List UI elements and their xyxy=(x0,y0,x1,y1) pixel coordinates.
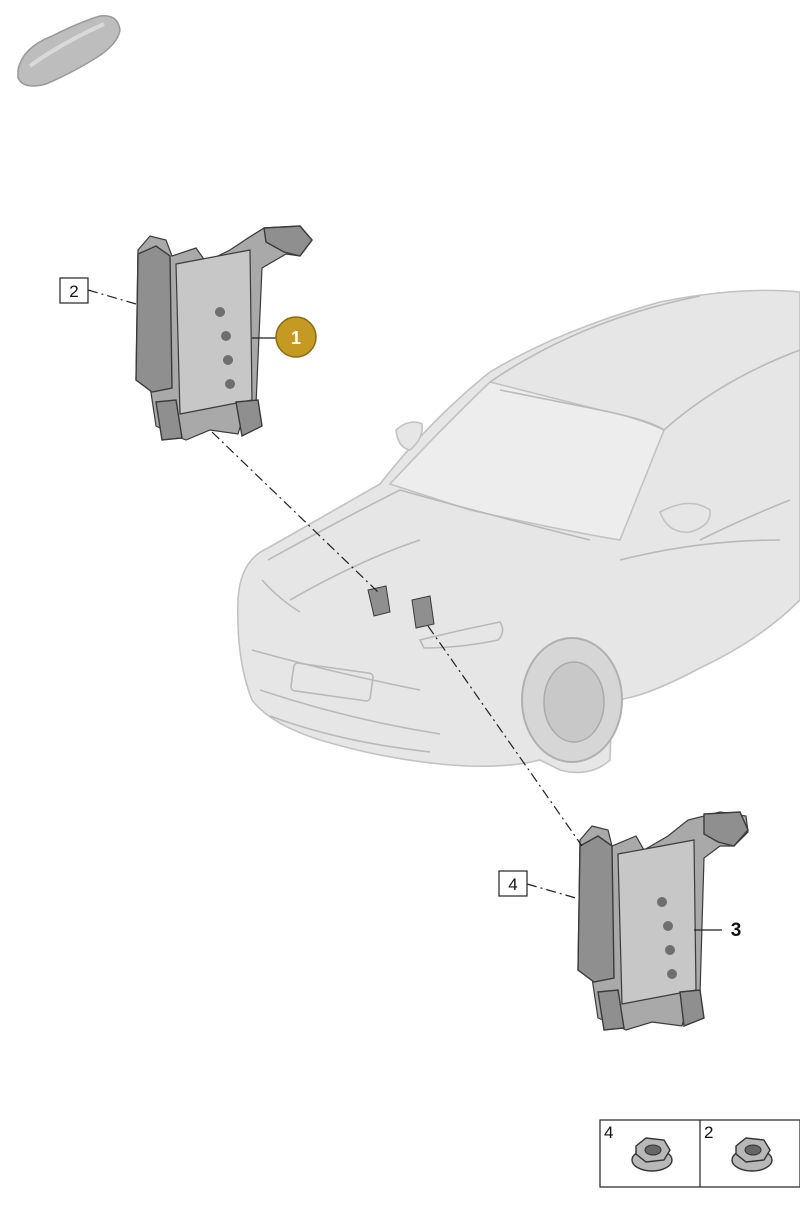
install-line-upper xyxy=(211,431,379,593)
flange-nut-icon xyxy=(631,1137,673,1172)
callout-ref-2-text: 2 xyxy=(69,282,78,301)
installed-bracket-right-icon xyxy=(411,595,435,629)
vehicle-thumbnail-icon xyxy=(17,15,121,87)
callout-ref-4[interactable]: 4 xyxy=(498,870,528,897)
callout-ref-2[interactable]: 2 xyxy=(59,277,89,304)
callout-label-3-text: 3 xyxy=(731,920,742,941)
fastener-table: 4 2 xyxy=(599,1119,800,1188)
vehicle-illustration xyxy=(236,289,800,774)
callout-label-3[interactable]: 3 xyxy=(731,920,742,941)
leader-lines xyxy=(87,289,722,931)
installed-bracket-left-icon xyxy=(367,585,391,617)
fastener-cell-2[interactable]: 2 xyxy=(704,1123,773,1172)
highlight-badge-1[interactable]: 1 xyxy=(275,316,317,358)
leader-ref-4 xyxy=(526,883,577,899)
highlight-badge-1-text: 1 xyxy=(291,328,301,348)
upper-control-unit-bracket-icon xyxy=(135,225,313,441)
fastener-cell-4-number: 4 xyxy=(604,1123,613,1142)
leader-ref-2 xyxy=(87,289,137,305)
callout-ref-4-text: 4 xyxy=(508,875,517,894)
lower-control-unit-bracket-icon xyxy=(577,811,749,1031)
fastener-cell-2-number: 2 xyxy=(704,1123,713,1142)
flange-nut-icon xyxy=(731,1137,773,1172)
install-line-lower xyxy=(427,625,583,847)
fastener-cell-4[interactable]: 4 xyxy=(604,1123,673,1172)
